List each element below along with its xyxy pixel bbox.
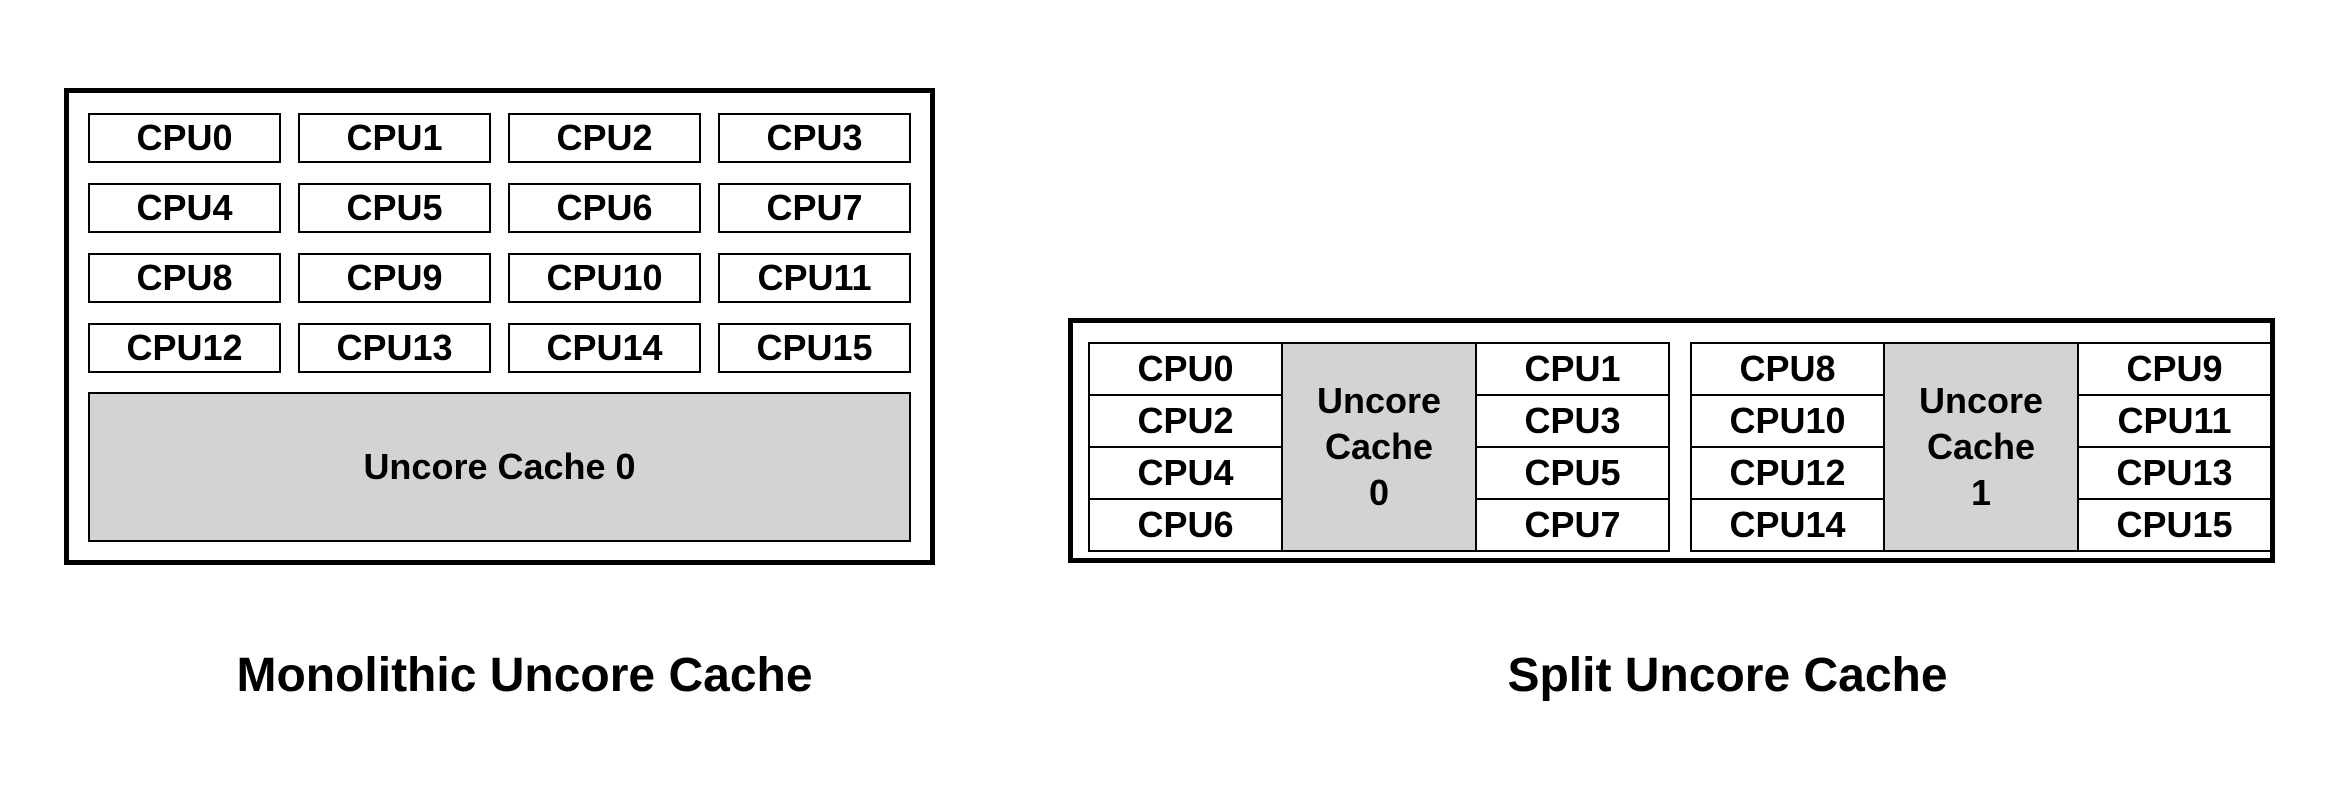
cpu-cell: CPU5 xyxy=(1475,446,1670,500)
cpu-cell: CPU13 xyxy=(2077,446,2272,500)
split-uncore-diagram: CPU0 Uncore Cache 0 CPU1 CPU2 CPU3 CPU4 … xyxy=(1068,318,2275,563)
cpu-cell: CPU10 xyxy=(1690,394,1885,448)
cpu-box-2: CPU2 xyxy=(508,113,701,163)
split-group-1-row-3: CPU14 CPU15 xyxy=(1690,498,2272,552)
cpu-box-14: CPU14 xyxy=(508,323,701,373)
split-group-1: CPU8 Uncore Cache 1 CPU9 CPU10 CPU11 CPU… xyxy=(1690,342,2272,552)
cpu-box-11: CPU11 xyxy=(718,253,911,303)
monolithic-uncore-diagram: CPU0 CPU1 CPU2 CPU3 CPU4 CPU5 CPU6 CPU7 … xyxy=(64,88,935,565)
split-group-0: CPU0 Uncore Cache 0 CPU1 CPU2 CPU3 CPU4 … xyxy=(1088,342,1670,552)
cpu-box-12: CPU12 xyxy=(88,323,281,373)
uncore-cache-0-box: Uncore Cache 0 xyxy=(88,392,911,542)
split-group-1-row-0: CPU8 Uncore Cache 1 CPU9 xyxy=(1690,342,2272,552)
cpu-cell: CPU0 xyxy=(1088,342,1283,396)
cpu-box-1: CPU1 xyxy=(298,113,491,163)
cpu-cell: CPU14 xyxy=(1690,498,1885,552)
cpu-cell: CPU4 xyxy=(1088,446,1283,500)
cpu-box-15: CPU15 xyxy=(718,323,911,373)
uncore-cache-0-label: Uncore Cache 0 xyxy=(363,446,636,487)
split-group-0-row-3: CPU6 CPU7 xyxy=(1088,498,1670,552)
cpu-box-6: CPU6 xyxy=(508,183,701,233)
cache-line: 0 xyxy=(1368,472,1390,513)
cpu-box-5: CPU5 xyxy=(298,183,491,233)
cpu-cell: CPU11 xyxy=(2077,394,2272,448)
cpu-box-3: CPU3 xyxy=(718,113,911,163)
cpu-cell: CPU8 xyxy=(1690,342,1885,396)
cache-line: 1 xyxy=(1970,472,1992,513)
cpu-cell: CPU12 xyxy=(1690,446,1885,500)
caption-monolithic: Monolithic Uncore Cache xyxy=(236,649,813,702)
cpu-cell: CPU7 xyxy=(1475,498,1670,552)
cpu-cell: CPU15 xyxy=(2077,498,2272,552)
cpu-grid: CPU0 CPU1 CPU2 CPU3 CPU4 CPU5 CPU6 CPU7 … xyxy=(88,113,911,373)
cache-line: Cache xyxy=(1324,426,1434,467)
cpu-box-7: CPU7 xyxy=(718,183,911,233)
cache-line: Uncore xyxy=(1316,380,1442,421)
split-group-1-row-2: CPU12 CPU13 xyxy=(1690,446,2272,500)
uncore-cache-0-cell: Uncore Cache 0 xyxy=(1281,342,1477,552)
cache-line: Cache xyxy=(1926,426,2036,467)
cpu-cell: CPU1 xyxy=(1475,342,1670,396)
cpu-box-8: CPU8 xyxy=(88,253,281,303)
cpu-box-4: CPU4 xyxy=(88,183,281,233)
split-group-0-row-1: CPU2 CPU3 xyxy=(1088,394,1670,448)
cpu-box-10: CPU10 xyxy=(508,253,701,303)
cpu-box-9: CPU9 xyxy=(298,253,491,303)
split-group-0-row-0: CPU0 Uncore Cache 0 CPU1 xyxy=(1088,342,1670,552)
cpu-cell: CPU6 xyxy=(1088,498,1283,552)
split-group-1-row-1: CPU10 CPU11 xyxy=(1690,394,2272,448)
cpu-cell: CPU9 xyxy=(2077,342,2272,396)
caption-split: Split Uncore Cache xyxy=(1507,649,1948,702)
cpu-cell: CPU2 xyxy=(1088,394,1283,448)
split-group-0-row-2: CPU4 CPU5 xyxy=(1088,446,1670,500)
cpu-box-0: CPU0 xyxy=(88,113,281,163)
cpu-box-13: CPU13 xyxy=(298,323,491,373)
uncore-cache-1-cell: Uncore Cache 1 xyxy=(1883,342,2079,552)
cache-line: Uncore xyxy=(1918,380,2044,421)
cpu-cell: CPU3 xyxy=(1475,394,1670,448)
